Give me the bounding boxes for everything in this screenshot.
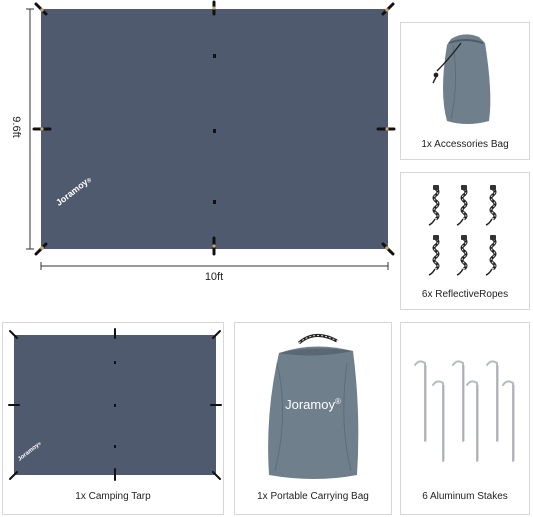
main-tarp-grommets bbox=[40, 6, 389, 250]
height-dimension-line bbox=[26, 8, 34, 250]
reflective-ropes-icon bbox=[427, 183, 498, 277]
carrying-bag-icon bbox=[268, 334, 359, 479]
accessories-bag-icon bbox=[432, 34, 491, 124]
main-tarp-illustration: Joramoy® 9.6ft 10ft bbox=[0, 0, 400, 300]
aluminum-stakes-caption: 6 Aluminum Stakes bbox=[422, 491, 508, 502]
accessories-bag-caption: 1x Accessories Bag bbox=[421, 139, 509, 150]
reflective-ropes-panel: 6x ReflectiveRopes bbox=[400, 172, 530, 310]
main-tarp-svg bbox=[26, 0, 396, 270]
height-label: 9.6ft bbox=[10, 116, 22, 138]
aluminum-stakes-panel: 6 Aluminum Stakes bbox=[400, 322, 530, 515]
width-dimension-line bbox=[40, 262, 389, 270]
accessories-bag-panel: 1x Accessories Bag bbox=[400, 22, 530, 160]
main-tarp-seam-points bbox=[213, 54, 216, 204]
carrying-bag-brand: Joramoy® bbox=[285, 397, 341, 412]
reflective-ropes-caption: 6x ReflectiveRopes bbox=[421, 289, 509, 300]
aluminum-stakes-icon bbox=[414, 360, 515, 462]
camping-tarp-panel: Joramoy® 1x Camping Tarp bbox=[2, 322, 224, 515]
width-label: 10ft bbox=[204, 271, 224, 283]
camping-tarp-icon bbox=[8, 328, 222, 481]
carrying-bag-panel: Joramoy® 1x Portable Carrying Bag bbox=[234, 322, 392, 515]
camping-tarp-caption: 1x Camping Tarp bbox=[75, 491, 151, 502]
carrying-bag-caption: 1x Portable Carrying Bag bbox=[257, 491, 369, 502]
